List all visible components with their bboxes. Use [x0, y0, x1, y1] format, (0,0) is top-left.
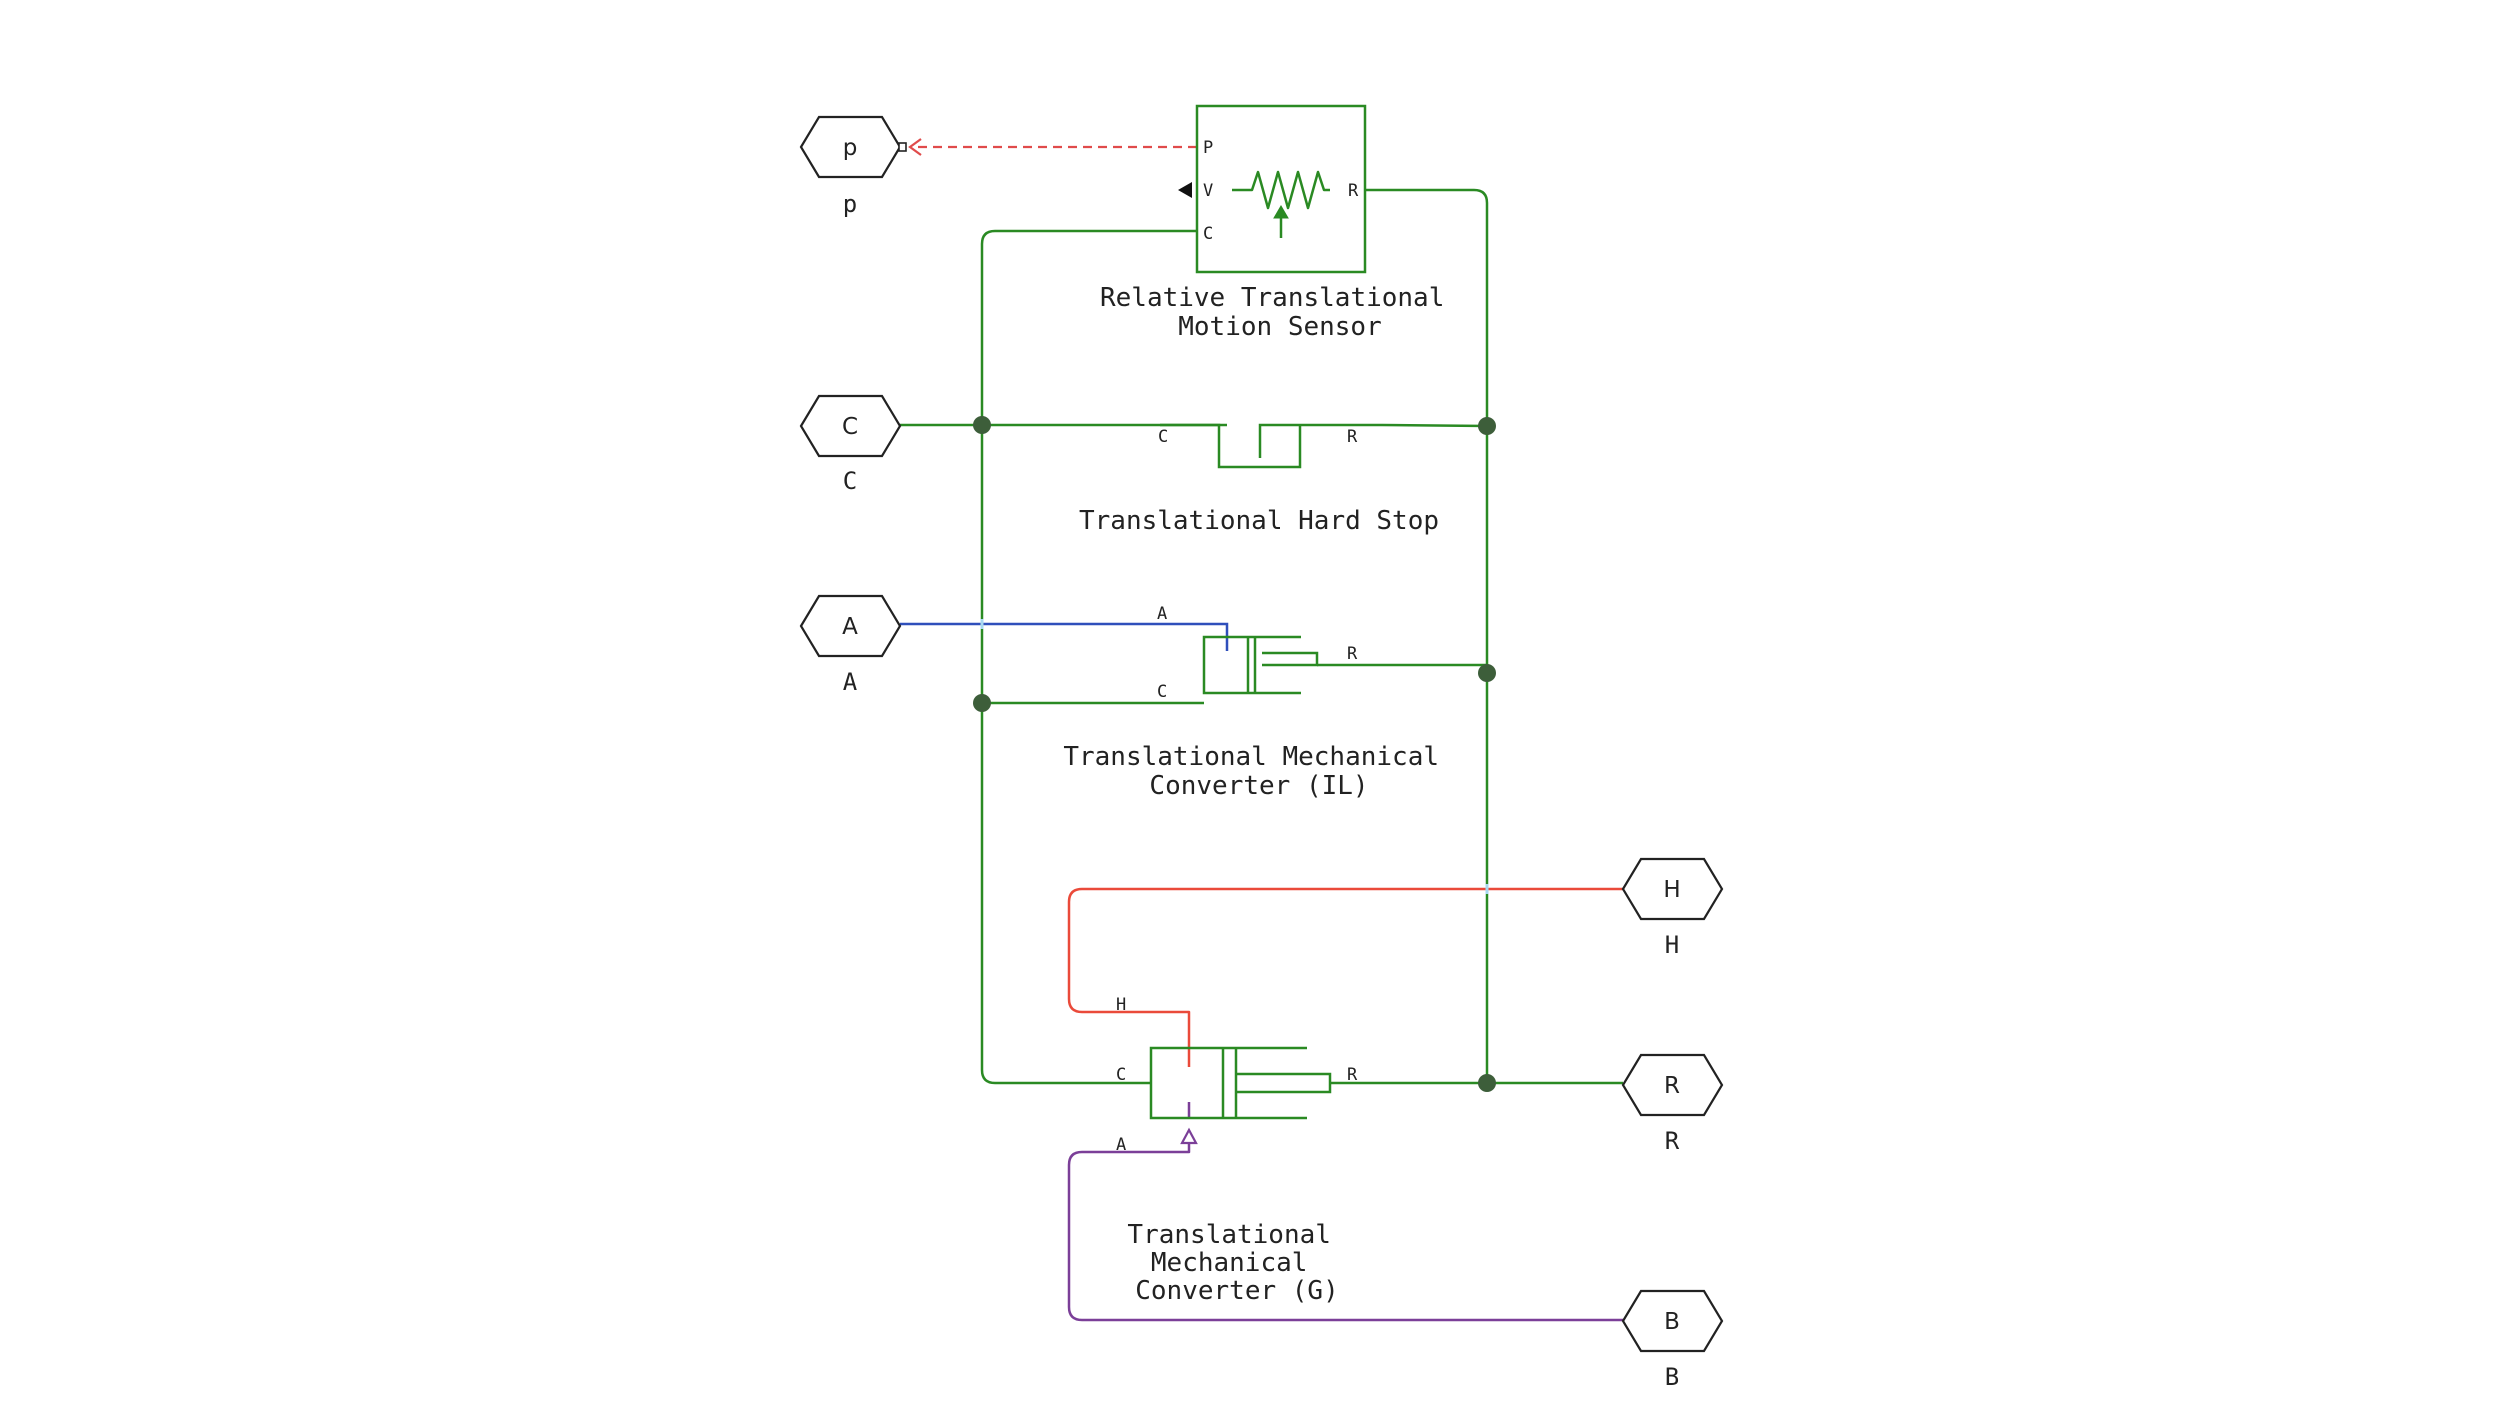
converter-g-port-a: A [1116, 1135, 1126, 1155]
converter-g-port-c: C [1116, 1065, 1126, 1085]
block-translational-mechanical-converter-il[interactable]: A C R Translational Mechanical Converter… [1063, 604, 1454, 801]
port-r[interactable]: R R [1621, 1053, 1724, 1155]
junction-dot [1478, 664, 1496, 682]
port-a[interactable]: A A [799, 594, 902, 696]
hard-stop-port-r: R [1347, 427, 1358, 447]
line-port-b-to-g-a[interactable] [1067, 1102, 1623, 1322]
port-r-symbol: R [1664, 1073, 1680, 1099]
port-p[interactable]: p p [799, 115, 907, 218]
block-translational-mechanical-converter-g[interactable]: H C R A Translational Mechanical Convert… [1116, 995, 1358, 1306]
port-p-connector-icon [898, 142, 907, 152]
port-r-hexagon [1621, 1053, 1724, 1117]
port-b[interactable]: B B [1621, 1289, 1724, 1391]
sensor-port-r: R [1348, 181, 1359, 201]
port-c[interactable]: C C [799, 394, 902, 495]
converter-g-name: Translational Mechanical Converter (G) [1127, 1220, 1346, 1306]
gas-port-triangle-icon [1180, 1127, 1198, 1145]
connection-lines [900, 138, 1623, 1322]
sensor-body [1195, 104, 1367, 274]
hard-stop-right-bracket [1258, 423, 1382, 458]
port-a-hexagon [799, 594, 902, 658]
converter-il-cylinder-icon [1202, 635, 1319, 695]
converter-il-port-r: R [1347, 644, 1358, 664]
sensor-port-v: V [1203, 181, 1213, 201]
sensor-port-p: P [1203, 138, 1213, 158]
junction-dot [1478, 417, 1496, 435]
port-c-symbol: C [842, 414, 858, 440]
hard-stop-name: Translational Hard Stop [1079, 506, 1439, 536]
port-p-label: p [843, 190, 857, 218]
junction-dots [973, 416, 1496, 1092]
port-b-label: B [1665, 1363, 1679, 1391]
junction-dot [973, 694, 991, 712]
block-relative-translational-motion-sensor[interactable]: P V C R Relative Translational Motion Se… [1100, 104, 1460, 342]
signal-output-arrow-icon [1178, 182, 1192, 198]
mechanical-lines [900, 188, 1623, 1085]
line-sensor-r-to-right-bus[interactable] [1365, 188, 1489, 1083]
line-crossings [980, 619, 1489, 894]
line-port-h-to-g-h[interactable] [1067, 887, 1623, 1067]
signal-arrowhead-icon [908, 138, 922, 156]
hard-stop-left-bracket [1160, 423, 1302, 469]
port-h-hexagon [1621, 857, 1724, 921]
signal-line-p[interactable] [908, 138, 1197, 156]
port-b-symbol: B [1664, 1309, 1680, 1335]
sensor-port-c: C [1203, 224, 1213, 244]
converter-g-port-h: H [1116, 995, 1126, 1015]
line-sensor-c-to-left-bus[interactable] [980, 229, 1197, 1085]
port-h-symbol: H [1663, 877, 1680, 903]
block-translational-hard-stop[interactable]: C R Translational Hard Stop [1079, 423, 1439, 536]
line-hard-stop-r-to-right-bus[interactable] [1381, 423, 1488, 428]
port-a-symbol: A [842, 614, 858, 640]
sensor-name: Relative Translational Motion Sensor [1100, 283, 1460, 342]
port-a-label: A [843, 668, 858, 696]
converter-il-port-c: C [1157, 682, 1167, 702]
port-c-label: C [843, 467, 857, 495]
converter-g-cylinder-icon [1149, 1046, 1332, 1120]
port-c-hexagon [799, 394, 902, 458]
junction-dot [1478, 1074, 1496, 1092]
port-p-symbol: p [843, 135, 858, 161]
converter-g-port-r: R [1347, 1065, 1358, 1085]
converter-il-port-a: A [1157, 604, 1167, 624]
line-port-a-to-il-a[interactable] [900, 622, 1229, 651]
port-b-hexagon [1621, 1289, 1724, 1353]
port-r-label: R [1665, 1127, 1680, 1155]
variable-resistor-icon [1232, 170, 1330, 210]
hard-stop-port-c: C [1158, 427, 1168, 447]
converter-il-name: Translational Mechanical Converter (IL) [1063, 742, 1454, 801]
junction-dot [973, 416, 991, 434]
port-h[interactable]: H H [1621, 857, 1724, 959]
variable-resistor-arrow-icon [1273, 205, 1289, 219]
port-h-label: H [1665, 931, 1679, 959]
